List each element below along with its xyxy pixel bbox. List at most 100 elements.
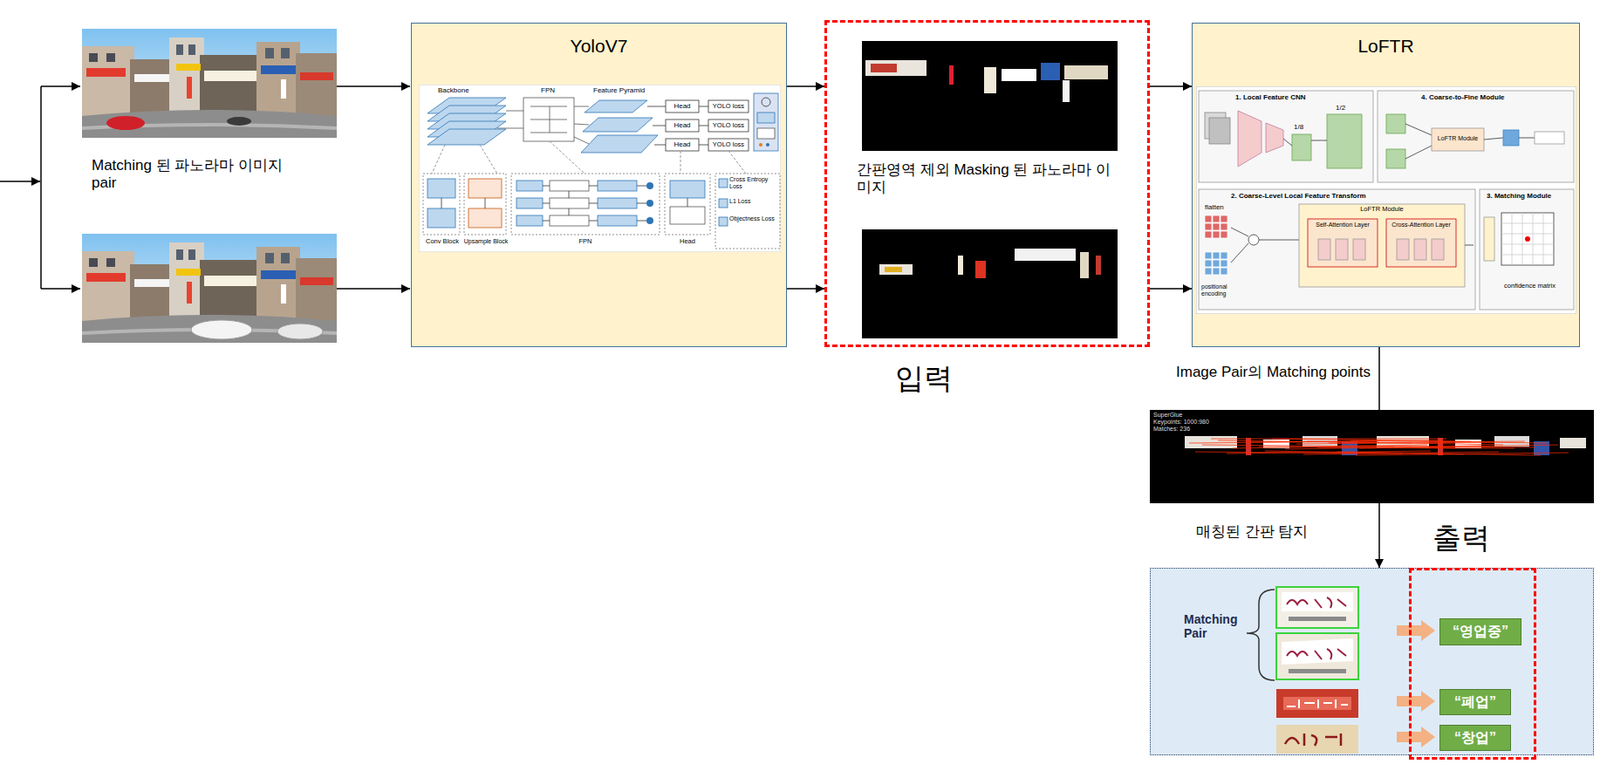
head-detail (670, 180, 705, 199)
process-box: LoFTR (1191, 22, 1580, 348)
loss-detail (715, 173, 780, 249)
sign-photo (1276, 689, 1359, 718)
matching-figure (1543, 212, 1545, 266)
head-block (698, 125, 709, 127)
legend-box (758, 143, 763, 147)
transform-figure (1220, 259, 1228, 267)
matching-figure (1501, 254, 1554, 256)
masked-panorama (1080, 252, 1089, 279)
label-holder: Self-Attention Layer (1307, 221, 1378, 229)
transform-figure (1318, 239, 1331, 260)
cnn-figure (1283, 138, 1293, 146)
transform-figure (1396, 239, 1409, 260)
label-holder: YOLO loss (708, 102, 749, 111)
node-text: 출력 (1432, 521, 1491, 555)
transform-figure (1204, 215, 1228, 239)
fpn-block (530, 132, 568, 134)
label-holder: Matches: 236 (1153, 425, 1190, 433)
figure-label: 1/8 (1293, 123, 1304, 131)
match-line (1189, 438, 1569, 456)
figure-label: Head (665, 121, 699, 130)
masked-panorama (1064, 65, 1108, 80)
figure-label: FPN (511, 238, 660, 247)
head-block (698, 106, 709, 108)
fpn-detail (516, 198, 543, 209)
masked-panorama (975, 260, 986, 279)
backbone-stack (427, 97, 506, 145)
figure-label: YOLO loss (708, 122, 749, 130)
node-text: YoloV7 (570, 35, 629, 57)
head-block (708, 119, 749, 132)
fpn-block (523, 97, 575, 142)
loss-detail (718, 217, 728, 226)
matching-points-image (1149, 410, 1594, 504)
transform-figure (1248, 234, 1259, 246)
fpn-detail (549, 198, 589, 209)
label-holder: YOLO loss (708, 122, 749, 130)
label-holder: Matching 된 파노라마 이미지 pair (91, 157, 301, 192)
fpn-detail (646, 217, 654, 225)
fpn-block (574, 136, 589, 144)
leader-line (479, 144, 498, 174)
input-arrows (40, 86, 42, 289)
figure-label: Cross Entropy Loss (729, 176, 777, 191)
loftr-architecture-figure (1196, 86, 1577, 315)
conv-block (423, 173, 460, 235)
cnn-figure (1265, 123, 1284, 153)
upsample-block (464, 173, 506, 235)
sign-patch (1559, 437, 1587, 449)
status-box: “창업” (1439, 724, 1512, 752)
panorama-photo (277, 323, 323, 340)
figure-label: YOLO loss (708, 102, 749, 111)
figure-label: Upsample Block (460, 238, 512, 246)
label-holder: 1. Local Feature CNN (1235, 93, 1306, 102)
fpn-detail (646, 199, 654, 207)
transform-figure (1212, 215, 1220, 223)
transform-figure (1230, 243, 1249, 263)
legend-box (757, 112, 775, 124)
fpn-detail (542, 185, 647, 221)
input-arrows (0, 180, 41, 183)
fpn-detail (542, 203, 550, 205)
feature-pyramid (581, 100, 658, 153)
sign-patch (1184, 436, 1587, 456)
head-block (647, 106, 666, 108)
status-box: “폐업” (1439, 689, 1512, 716)
masked-panorama (865, 60, 927, 76)
caption-text: 간판영역 제외 Masking 된 파노라마 이미지 (856, 161, 1119, 196)
label-holder: Cross Entropy Loss (729, 176, 777, 191)
fpn-detail (516, 215, 543, 226)
head-block (665, 100, 699, 113)
fpn-detail (549, 215, 589, 226)
panorama-photo (82, 28, 337, 138)
fpn-detail (568, 208, 570, 216)
transform-figure (1386, 218, 1457, 267)
matching-figure (1501, 244, 1554, 246)
match-line (1210, 438, 1447, 440)
fpn-block (549, 106, 551, 133)
transform-figure (1464, 245, 1474, 247)
connector-arrow (786, 287, 825, 290)
sign-photo (1286, 699, 1348, 709)
status-arrow (1396, 690, 1436, 712)
transform-figure (1353, 239, 1366, 260)
connector-arrow (786, 85, 825, 88)
sign-photo (1276, 724, 1359, 754)
figure-label: Feature Pyramid (593, 86, 645, 95)
legend-box (761, 97, 771, 107)
matching-figure (1501, 212, 1554, 266)
figure-label: Conv Block (421, 238, 464, 247)
masked-panorama (861, 41, 1118, 151)
figure-label: 1. Local Feature CNN (1235, 93, 1306, 102)
coarse-to-fine-figure (1518, 137, 1535, 139)
module-panel (1198, 90, 1574, 310)
fpn-block (497, 97, 589, 144)
caption-text: 매칭된 간판 탐지 (1196, 523, 1308, 541)
fpn-block (505, 110, 524, 112)
fpn-block (530, 119, 568, 121)
yolo-architecture-figure (418, 84, 781, 253)
head-block (665, 138, 699, 151)
coarse-to-fine-figure (1503, 129, 1519, 146)
figure-label: 1/2 (1335, 103, 1346, 112)
head-block (708, 100, 749, 113)
